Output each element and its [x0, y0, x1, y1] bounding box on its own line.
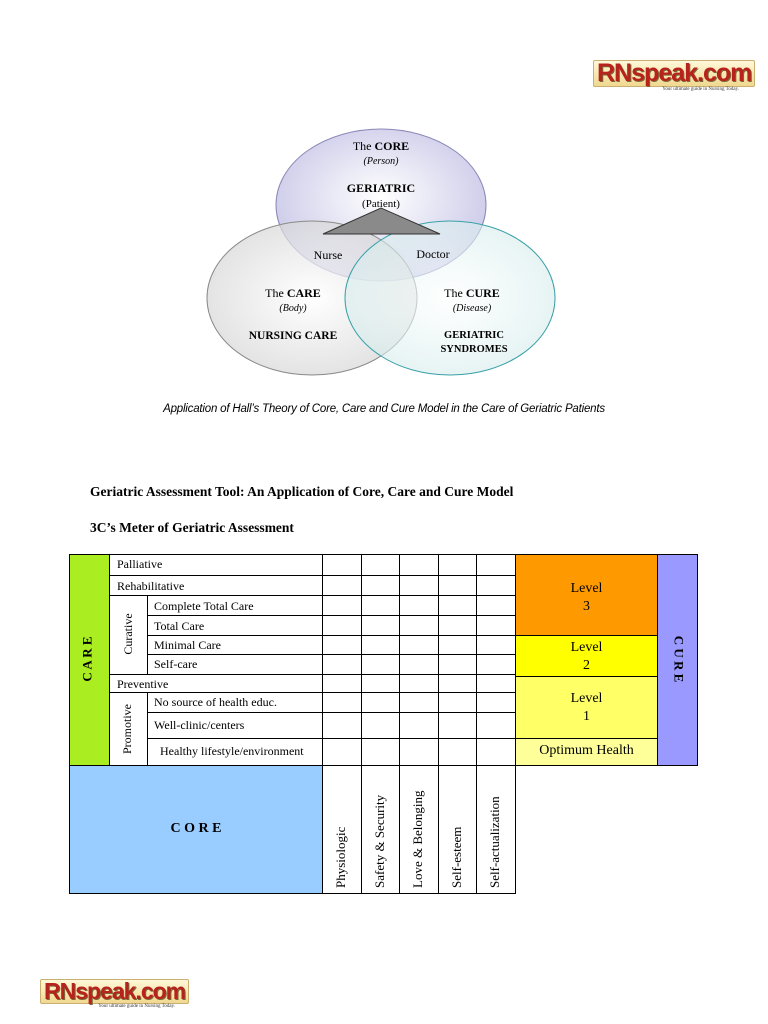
- level-1-word: Level: [570, 691, 603, 706]
- cure-vertical-label: C U R E: [671, 635, 687, 683]
- core-prefix: The: [353, 139, 375, 153]
- cure-circle: [344, 220, 556, 376]
- care-prefix: The: [265, 286, 287, 300]
- patient-sub: (Patient): [362, 198, 400, 210]
- core-block: [69, 765, 323, 894]
- row-self-care: Self-care: [154, 657, 198, 671]
- level-2-num: 2: [583, 657, 590, 673]
- logo-brand: RNspeak.com: [593, 60, 756, 87]
- cure-title: CURE: [466, 286, 500, 300]
- cure-sub: (Disease): [453, 303, 492, 314]
- nurse-label: Nurse: [314, 248, 343, 262]
- geriatric-title: GERIATRIC: [347, 181, 415, 195]
- curative-divider: [147, 595, 148, 674]
- svg-text:The CORE: The CORE: [353, 139, 409, 153]
- row-total-care: Total Care: [154, 619, 205, 633]
- svg-text:The CURE: The CURE: [444, 286, 500, 300]
- row-preventive: Preventive: [117, 677, 169, 691]
- care-column: [69, 554, 110, 766]
- promotive-divider: [147, 692, 148, 766]
- rnspeak-logo-top: RNspeak.com Your ultimate guide in Nursi…: [593, 60, 756, 92]
- row-complete-total-care: Complete Total Care: [154, 599, 254, 613]
- row-rehabilitative: Rehabilitative: [117, 579, 185, 593]
- care-title: CARE: [287, 286, 321, 300]
- logo-tagline: Your ultimate guide in Nursing Today.: [662, 87, 739, 92]
- care-vertical-label: C A R E: [79, 636, 95, 682]
- nursing-care-label: NURSING CARE: [249, 330, 338, 342]
- cure-prefix: The: [444, 286, 466, 300]
- core-label: C O R E: [170, 821, 222, 836]
- row-healthy-lifestyle: Healthy lifestyle/environment: [160, 744, 304, 758]
- need-physiologic: Physiologic: [333, 826, 348, 888]
- meter-title: 3C’s Meter of Geriatric Assessment: [90, 520, 294, 535]
- need-self-actualization: Self-actualization: [487, 796, 502, 888]
- logo-brand-bottom: RNspeak.com: [40, 979, 190, 1004]
- rnspeak-logo-bottom: RNspeak.com Your ultimate guide in Nursi…: [40, 979, 190, 1009]
- optimum-health-label: Optimum Health: [539, 743, 634, 758]
- level-2-word: Level: [570, 640, 603, 655]
- three-c-meter-table: C A R E Palliative Rehabilitative Curati…: [69, 554, 699, 894]
- need-love-belonging: Love & Belonging: [410, 790, 425, 889]
- level-3-word: Level: [570, 581, 603, 596]
- venn-caption: Application of Hall’s Theory of Core, Ca…: [163, 403, 605, 415]
- patient-triangle: [322, 207, 441, 235]
- core-title: CORE: [374, 139, 409, 153]
- row-palliative: Palliative: [117, 557, 163, 571]
- svg-text:The CARE: The CARE: [265, 286, 321, 300]
- row-promotive: Promotive: [120, 704, 134, 754]
- need-safety-security: Safety & Security: [372, 794, 387, 888]
- row-well-clinic: Well-clinic/centers: [154, 718, 245, 732]
- cure-column: [657, 554, 698, 766]
- row-minimal-care: Minimal Care: [154, 638, 221, 652]
- level-3-num: 3: [583, 598, 590, 614]
- row-no-source: No source of health educ.: [154, 695, 277, 709]
- need-self-esteem: Self-esteem: [449, 826, 464, 888]
- logo-tagline-bottom: Your ultimate guide in Nursing Today.: [98, 1004, 175, 1009]
- geriatric-syndromes-line2: SYNDROMES: [440, 344, 507, 355]
- tool-title: Geriatric Assessment Tool: An Applicatio…: [90, 484, 514, 499]
- care-sub: (Body): [279, 303, 307, 314]
- optimum-health-cell: [515, 738, 658, 766]
- doctor-label: Doctor: [416, 247, 449, 261]
- geriatric-syndromes-line1: GERIATRIC: [444, 330, 504, 341]
- core-care-cure-venn-diagram: The CORE (Person) GERIATRIC (Patient) Nu…: [206, 128, 556, 376]
- level-1-num: 1: [583, 708, 590, 724]
- row-curative: Curative: [121, 613, 135, 655]
- core-sub: (Person): [364, 156, 400, 167]
